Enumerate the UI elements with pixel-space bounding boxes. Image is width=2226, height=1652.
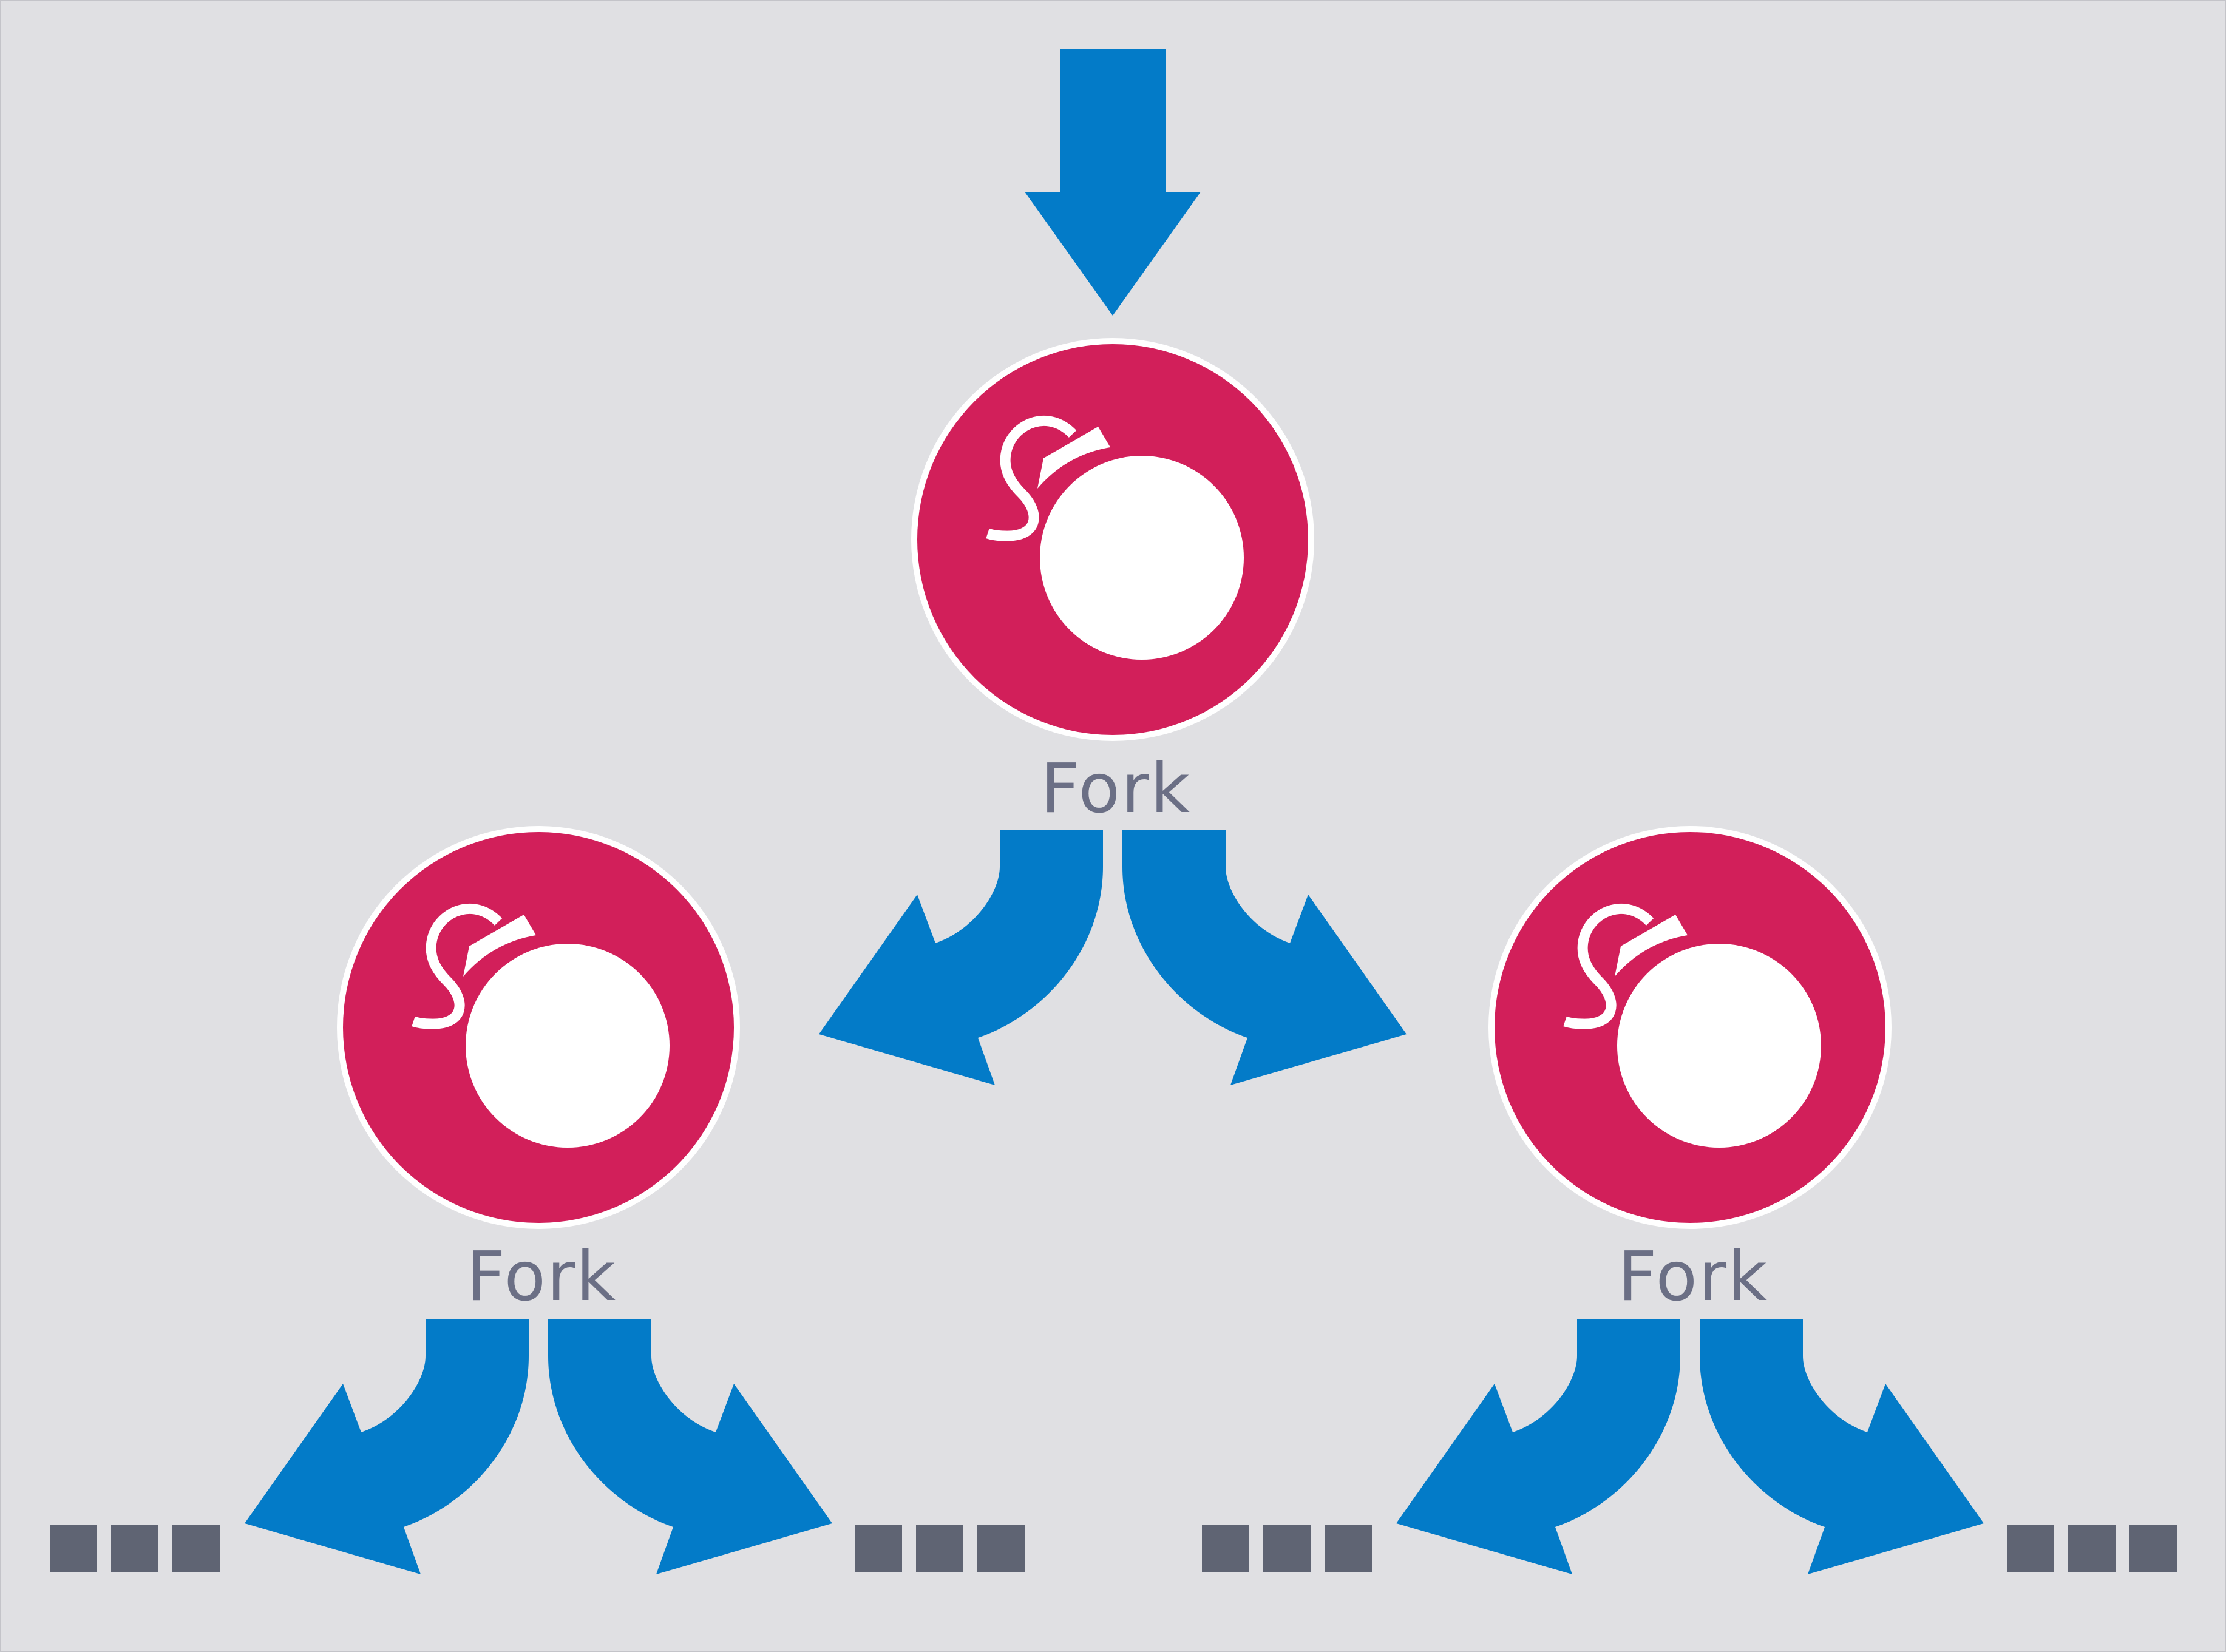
fork-label-left: Fork [466,1237,617,1316]
fork-node-left: Fork [337,826,740,1316]
fork-label-top: Fork [1040,750,1191,828]
fork-label-right: Fork [1618,1237,1768,1316]
bomb-icon [1488,826,1892,1229]
incoming-arrow-icon [1025,49,1201,316]
fork-node-top: Fork [911,338,1314,828]
ellipsis-icon [855,1525,1025,1572]
ellipsis-icon [50,1525,220,1572]
bomb-icon [911,338,1314,741]
fork-node-right: Fork [1488,826,1892,1316]
bomb-icon [337,826,740,1229]
ellipsis-icon [1202,1525,1372,1572]
ellipsis-icon [2007,1525,2177,1572]
